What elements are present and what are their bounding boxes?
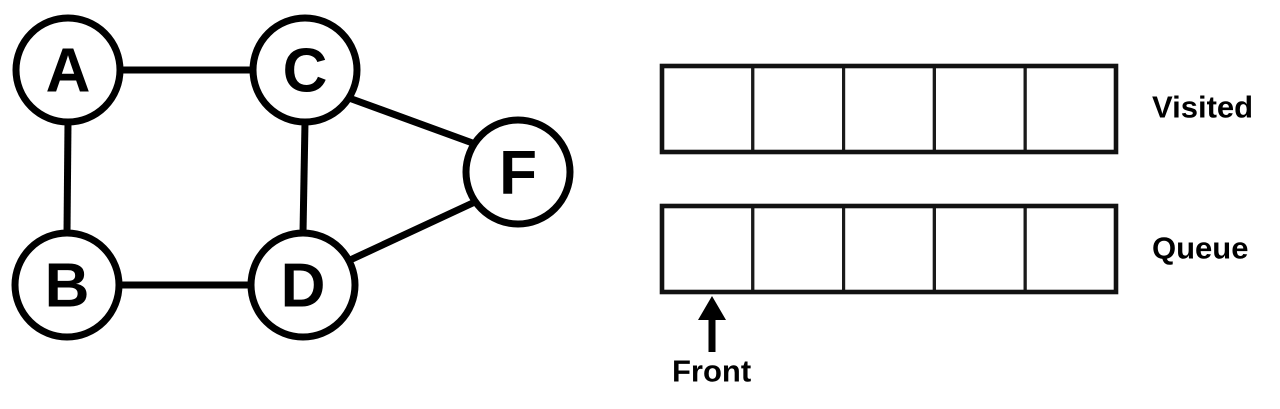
edge-a-b — [63, 121, 72, 234]
visited-cell-2[interactable] — [841, 64, 936, 154]
node-label-c: C — [283, 37, 328, 106]
queue-cell-0[interactable] — [660, 204, 755, 294]
visited-cell-3[interactable] — [932, 64, 1027, 154]
edge-c-f — [347, 94, 480, 149]
graph-node-f[interactable]: F — [462, 116, 574, 228]
node-circle-d — [247, 229, 359, 341]
visited-array-label: Visited — [1152, 90, 1253, 125]
queue-array-label: Queue — [1152, 231, 1248, 266]
graph-node-b[interactable]: B — [11, 229, 123, 341]
node-label-f: F — [499, 139, 537, 208]
node-circle-c — [249, 14, 361, 126]
node-label-a: A — [46, 37, 91, 106]
queue-cell-1[interactable] — [751, 204, 846, 294]
node-label-d: D — [281, 252, 326, 321]
queue-cell-4[interactable] — [1023, 204, 1118, 294]
front-pointer: Front — [672, 296, 751, 389]
queue-array-outline — [659, 203, 1119, 295]
visited-cell-4[interactable] — [1023, 64, 1118, 154]
visited-cell-1[interactable] — [751, 64, 846, 154]
graph-nodes: A C F B D — [11, 14, 574, 341]
node-circle-a — [12, 14, 124, 126]
node-label-b: B — [45, 252, 90, 321]
visited-cell-0[interactable] — [660, 64, 755, 154]
front-arrow-head — [698, 296, 726, 320]
node-circle-f — [462, 116, 574, 228]
graph-node-d[interactable]: D — [247, 229, 359, 341]
queue-cell-2[interactable] — [841, 204, 936, 294]
graph-node-a[interactable]: A — [12, 14, 124, 126]
queue-array: Queue — [659, 203, 1248, 295]
front-pointer-label: Front — [672, 354, 751, 389]
visited-array-outline — [659, 63, 1119, 155]
graph-node-c[interactable]: C — [249, 14, 361, 126]
visited-array: Visited — [659, 63, 1253, 155]
queue-cell-3[interactable] — [932, 204, 1027, 294]
edge-d-f — [346, 197, 479, 265]
edge-c-d — [299, 121, 309, 234]
graph-edges — [63, 66, 480, 289]
node-circle-b — [11, 229, 123, 341]
